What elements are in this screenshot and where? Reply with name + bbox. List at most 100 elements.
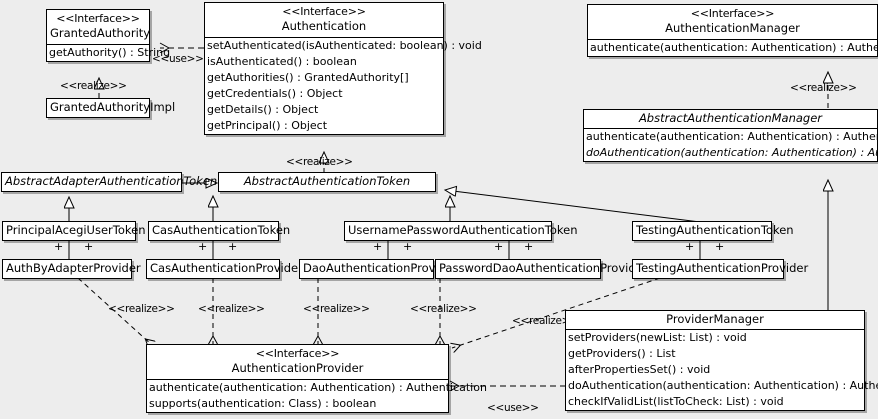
class-member: getPrincipal() : Object — [207, 118, 328, 132]
edge-label-realize-abstract-authentication-manager: <<realize>> — [790, 82, 857, 94]
class-name: Authentication — [281, 19, 367, 34]
edge-label-use-granted-authority: <<use>> — [152, 53, 204, 65]
edge-label-realize-cas-provider: <<realize>> — [198, 303, 265, 315]
class-member: authenticate(authentication: Authenticat… — [590, 40, 878, 54]
class-header: GrantedAuthorityImpl — [47, 99, 176, 117]
class-box-authentication-provider[interactable]: <<Interface>> AuthenticationProvider aut… — [146, 344, 487, 413]
class-name: ProviderManager — [666, 312, 764, 326]
class-member: supports(authentication: Class) : boolea… — [149, 396, 377, 410]
edge-label-use-provider-manager: <<use>> — [487, 402, 539, 414]
class-member: authenticate(authentication: Authenticat… — [149, 380, 487, 394]
class-box-auth-by-adapter-provider[interactable]: AuthByAdapterProvider — [2, 259, 141, 279]
class-header: CasAuthenticationToken — [149, 222, 291, 240]
class-members: authenticate(authentication: Authenticat… — [584, 127, 878, 161]
class-box-username-password-authentication-token[interactable]: UsernamePasswordAuthenticationToken — [344, 221, 578, 241]
class-name: GrantedAuthority — [50, 26, 151, 41]
class-name: AuthenticationManager — [665, 21, 800, 36]
class-header: <<Interface>> AuthenticationManager — [588, 5, 877, 39]
class-member: authenticate(authentication: Authenticat… — [586, 129, 878, 143]
class-header: <<Interface>> Authentication — [205, 3, 443, 37]
class-box-granted-authority[interactable]: <<Interface>> GrantedAuthority getAuthor… — [46, 9, 171, 62]
class-box-authentication-manager[interactable]: <<Interface>> AuthenticationManager auth… — [587, 4, 878, 57]
class-name: PrincipalAcegiUserToken — [6, 223, 146, 237]
class-header: AuthByAdapterProvider — [3, 260, 141, 278]
class-stereotype: <<Interface>> — [56, 12, 140, 25]
class-stereotype: <<Interface>> — [255, 347, 340, 360]
class-member: checkIfValidList(listToCheck: List) : vo… — [568, 394, 784, 408]
class-header: AbstractAuthenticationManager — [584, 110, 877, 128]
edge-label-realize-dao-provider: <<realize>> — [303, 303, 370, 315]
class-box-abstract-adapter-authentication-token[interactable]: AbstractAdapterAuthenticationToken — [1, 172, 218, 192]
class-member: doAuthentication(authentication: Authent… — [568, 378, 878, 392]
class-header: UsernamePasswordAuthenticationToken — [345, 222, 578, 240]
class-members: authenticate(authentication: Authenticat… — [147, 378, 487, 412]
class-stereotype: <<Interface>> — [282, 5, 366, 18]
class-members: getAuthority() : String — [47, 43, 171, 61]
multiplicity-plus: + — [373, 240, 383, 253]
class-name: GrantedAuthorityImpl — [50, 100, 176, 114]
class-name: AuthByAdapterProvider — [6, 261, 141, 275]
class-name: TestingAuthenticationProvider — [636, 261, 809, 275]
class-header: AbstractAdapterAuthenticationToken — [2, 173, 218, 191]
class-header: ProviderManager — [566, 311, 864, 329]
class-stereotype: <<Interface>> — [690, 7, 775, 20]
class-header: PrincipalAcegiUserToken — [3, 222, 146, 240]
class-name: CasAuthenticationProvider — [150, 261, 303, 275]
class-member: doAuthentication(authentication: Authent… — [586, 145, 878, 159]
class-member: getProviders() : List — [568, 346, 676, 360]
class-header: PasswordDaoAuthenticationProvider — [436, 260, 648, 278]
class-name: AbstractAuthenticationManager — [638, 111, 823, 125]
multiplicity-plus: + — [198, 240, 208, 253]
class-box-provider-manager[interactable]: ProviderManager setProviders(newList: Li… — [565, 310, 878, 411]
edge-label-realize-abstract-authentication-token: <<realize>> — [286, 156, 353, 168]
class-box-principal-acegi-user-token[interactable]: PrincipalAcegiUserToken — [2, 221, 146, 241]
multiplicity-plus: + — [494, 240, 504, 253]
class-name: AbstractAdapterAuthenticationToken — [5, 174, 218, 188]
class-member: getCredentials() : Object — [207, 86, 343, 100]
class-box-cas-authentication-provider[interactable]: CasAuthenticationProvider — [146, 259, 303, 279]
multiplicity-plus: + — [84, 240, 94, 253]
class-header: <<Interface>> AuthenticationProvider — [147, 345, 448, 379]
multiplicity-plus: + — [715, 240, 725, 253]
class-name: PasswordDaoAuthenticationProvider — [439, 261, 648, 275]
class-box-password-dao-authentication-provider[interactable]: PasswordDaoAuthenticationProvider — [435, 259, 648, 279]
class-member: getDetails() : Object — [207, 102, 319, 116]
class-name: AbstractAuthenticationToken — [243, 174, 411, 188]
multiplicity-plus: + — [685, 240, 695, 253]
edge-label-realize-granted-authority-impl: <<realize>> — [60, 80, 127, 92]
class-member: afterPropertiesSet() : void — [568, 362, 711, 376]
multiplicity-plus: + — [54, 240, 64, 253]
class-header: TestingAuthenticationToken — [633, 222, 794, 240]
class-box-cas-authentication-token[interactable]: CasAuthenticationToken — [148, 221, 291, 241]
class-header: CasAuthenticationProvider — [147, 260, 303, 278]
class-header: DaoAuthenticationProvider — [300, 260, 458, 278]
multiplicity-plus: + — [228, 240, 238, 253]
multiplicity-plus: + — [524, 240, 534, 253]
class-box-testing-authentication-provider[interactable]: TestingAuthenticationProvider — [632, 259, 809, 279]
class-box-abstract-authentication-manager[interactable]: AbstractAuthenticationManager authentica… — [583, 109, 878, 162]
class-member: setAuthenticated(isAuthenticated: boolea… — [207, 38, 482, 52]
class-header: AbstractAuthenticationToken — [219, 173, 435, 191]
edge-label-realize-password-dao-provider: <<realize>> — [410, 303, 477, 315]
class-box-testing-authentication-token[interactable]: TestingAuthenticationToken — [632, 221, 794, 241]
multiplicity-plus: + — [403, 240, 413, 253]
class-name: UsernamePasswordAuthenticationToken — [348, 223, 578, 237]
class-box-dao-authentication-provider[interactable]: DaoAuthenticationProvider — [299, 259, 458, 279]
class-members: setAuthenticated(isAuthenticated: boolea… — [205, 36, 482, 134]
class-box-abstract-authentication-token[interactable]: AbstractAuthenticationToken — [218, 172, 436, 192]
class-name: CasAuthenticationToken — [152, 223, 291, 237]
class-members: setProviders(newList: List) : void getPr… — [566, 328, 878, 410]
class-name: DaoAuthenticationProvider — [303, 261, 458, 275]
class-box-authentication[interactable]: <<Interface>> Authentication setAuthenti… — [204, 2, 482, 135]
class-header: TestingAuthenticationProvider — [633, 260, 809, 278]
class-header: <<Interface>> GrantedAuthority — [47, 10, 151, 44]
class-name: AuthenticationProvider — [231, 361, 364, 376]
edge-label-realize-auth-by-adapter: <<realize>> — [108, 303, 175, 315]
class-member: isAuthenticated() : boolean — [207, 54, 357, 68]
class-member: getAuthorities() : GrantedAuthority[] — [207, 70, 409, 84]
class-member: getAuthority() : String — [49, 45, 171, 59]
class-name: TestingAuthenticationToken — [636, 223, 794, 237]
class-member: setProviders(newList: List) : void — [568, 330, 747, 344]
class-box-granted-authority-impl[interactable]: GrantedAuthorityImpl — [46, 98, 176, 118]
